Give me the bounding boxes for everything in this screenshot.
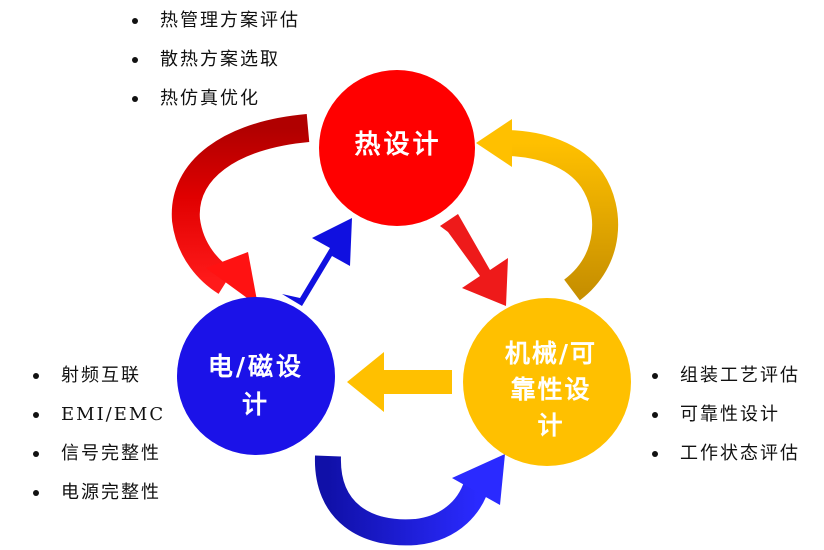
arrow-em-to-mech [314,454,505,546]
node-thermal-circle [319,70,475,226]
node-em-circle [177,297,335,455]
node-mech-label-line: 靠性设 [510,375,592,404]
bullet-dot-icon [33,412,39,418]
node-em-label: 电/磁设 计 [186,348,326,424]
arrow-em-to-thermal-straight [282,218,352,306]
arrow-mech-to-em-straight [347,352,452,412]
node-mech-label-line: 机械/可 [504,339,598,368]
bullet-dot-icon [132,96,138,102]
arrow-thermal-to-em [171,114,310,306]
bullet-dot-icon [33,451,39,457]
node-mech-circle [463,298,631,466]
arrow-thermal-to-mech-straight [440,214,508,306]
bullet-dot-icon [652,412,658,418]
bullet-dot-icon [652,451,658,457]
bullet-dot-icon [132,18,138,24]
bullet-dot-icon [652,373,658,379]
node-thermal-label-line: 热设计 [354,130,442,160]
node-em-label-line: 电/磁设 [207,352,305,381]
node-mech-label-line: 计 [537,411,565,440]
arrow-mech-to-thermal [476,119,619,301]
node-thermal-label: 热设计 [318,128,478,162]
bullet-dot-icon [33,490,39,496]
bullet-dot-icon [33,373,39,379]
node-mech-label: 机械/可 靠性设 计 [476,336,626,444]
bullet-dot-icon [132,57,138,63]
node-em-label-line: 计 [241,390,270,419]
